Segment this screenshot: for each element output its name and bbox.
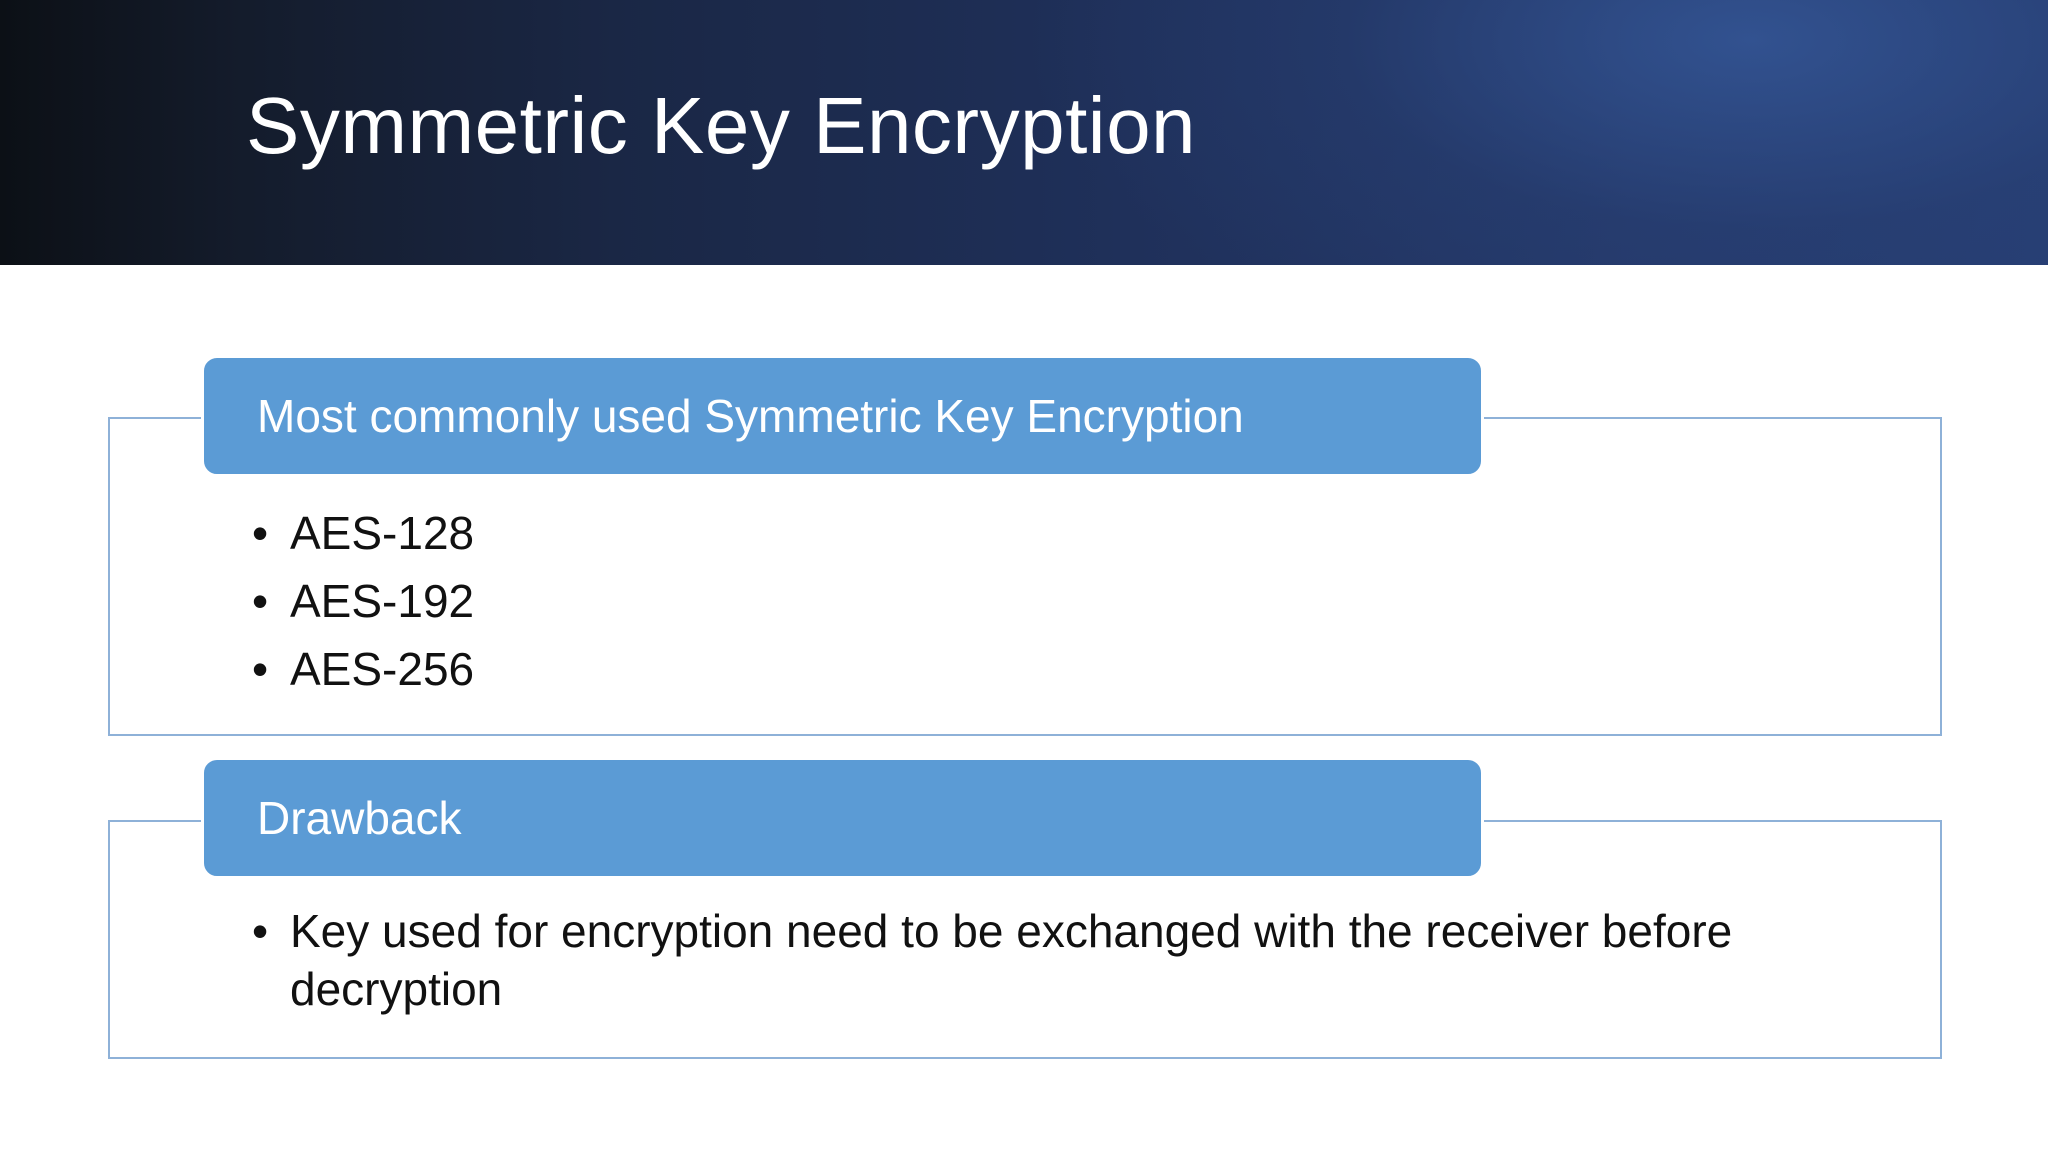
bullet-icon: •	[252, 575, 269, 627]
list-item-text: AES-128	[290, 507, 475, 559]
group-header-label: Most commonly used Symmetric Key Encrypt…	[257, 390, 1244, 442]
list-item-text: Key used for encryption need to be excha…	[290, 905, 1733, 1015]
list-item: • AES-256	[252, 635, 474, 703]
bullet-icon: •	[252, 643, 269, 695]
list-item-text: AES-256	[290, 643, 475, 695]
group-header-drawback: Drawback	[201, 757, 1484, 879]
list-item-text: AES-192	[290, 575, 475, 627]
algorithm-list: • AES-128 • AES-192 • AES-256	[252, 499, 474, 703]
bullet-icon: •	[252, 905, 269, 957]
title-band: Symmetric Key Encryption	[0, 0, 2048, 265]
drawback-list: • Key used for encryption need to be exc…	[252, 902, 1752, 1018]
list-item: • AES-128	[252, 499, 474, 567]
slide-title: Symmetric Key Encryption	[246, 81, 1197, 170]
bullet-icon: •	[252, 507, 269, 559]
group-header-label: Drawback	[257, 792, 462, 844]
list-item: • Key used for encryption need to be exc…	[252, 902, 1752, 1018]
list-item: • AES-192	[252, 567, 474, 635]
group-header-common-algorithms: Most commonly used Symmetric Key Encrypt…	[201, 355, 1484, 477]
